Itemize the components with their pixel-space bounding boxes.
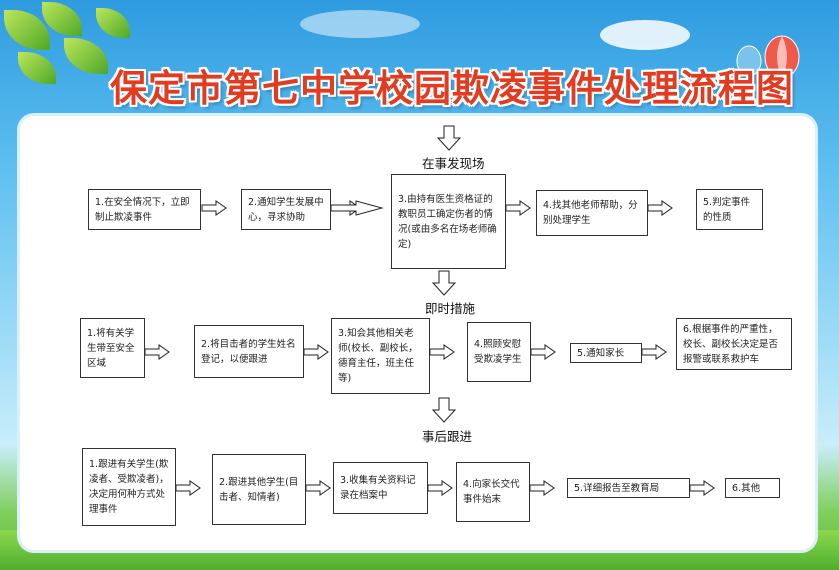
down-arrow-icon [432, 397, 456, 423]
step-box-followup-4: 4.向家长交代事件始末 [456, 462, 530, 522]
step-box-followup-1: 1.跟进有关学生(欺凌者、受欺凌者)，决定用何种方式处理事件 [82, 448, 176, 526]
right-arrow-icon [505, 200, 531, 216]
page-title: 保定市第七中学校园欺凌事件处理流程图 [110, 66, 794, 110]
step-box-immediate-6: 6.根据事件的严重性，校长、副校长决定是否报警或联系救护车 [676, 318, 792, 370]
step-box-followup-2: 2.跟进其他学生(目击者、知情者) [212, 454, 306, 525]
step-box-immediate-4: 4.照顾安慰受欺凌学生 [467, 322, 531, 382]
right-arrow-icon [530, 344, 556, 360]
down-arrow-icon [437, 125, 461, 151]
step-box-immediate-5: 5.通知家长 [570, 343, 642, 363]
cloud-decoration [300, 10, 420, 38]
right-arrow-icon [175, 480, 201, 496]
step-box-onsite-3: 3.由持有医生资格证的教职员工确定伤者的情况(或由多名在场老师确定) [391, 174, 506, 269]
step-box-immediate-3: 3.知会其他相关老师(校长、副校长，德育主任，班主任等) [331, 318, 430, 394]
right-arrow-icon [647, 200, 673, 216]
balloon-icon [764, 35, 800, 99]
balloon-icon [736, 45, 762, 91]
step-box-onsite-2: 2.通知学生发展中心，寻求协助 [241, 189, 331, 230]
right-arrow-icon [201, 200, 227, 216]
right-arrow-icon [144, 344, 170, 360]
step-box-followup-3: 3.收集有关资料记录在档案中 [333, 462, 428, 514]
right-arrow-icon [641, 344, 667, 360]
down-arrow-icon [432, 270, 456, 296]
step-box-onsite-4: 4.找其他老师帮助，分别处理学生 [536, 190, 648, 236]
step-box-immediate-1: 1.将有关学生带至安全区域 [80, 318, 145, 378]
step-box-immediate-2: 2.将目击者的学生姓名登记，以便跟进 [194, 325, 304, 378]
cloud-decoration [600, 20, 690, 50]
step-box-followup-6: 6.其他 [725, 478, 780, 498]
right-arrow-icon [689, 480, 715, 496]
right-arrow-icon [529, 480, 555, 496]
step-box-onsite-1: 1.在安全情况下，立即制止欺凌事件 [88, 189, 201, 230]
stage-label-followup: 事后跟进 [422, 429, 473, 444]
right-arrow-icon [427, 480, 453, 496]
stage-label-immediate: 即时措施 [425, 301, 476, 316]
step-box-followup-5: 5.详细报告至教育局 [567, 478, 690, 498]
stage-label-onsite: 在事发现场 [422, 156, 485, 171]
right-arrow-icon [305, 480, 331, 496]
right-arrow-icon [429, 344, 455, 360]
right-arrow-icon [303, 344, 329, 360]
step-box-onsite-5: 5.判定事件的性质 [696, 189, 763, 230]
